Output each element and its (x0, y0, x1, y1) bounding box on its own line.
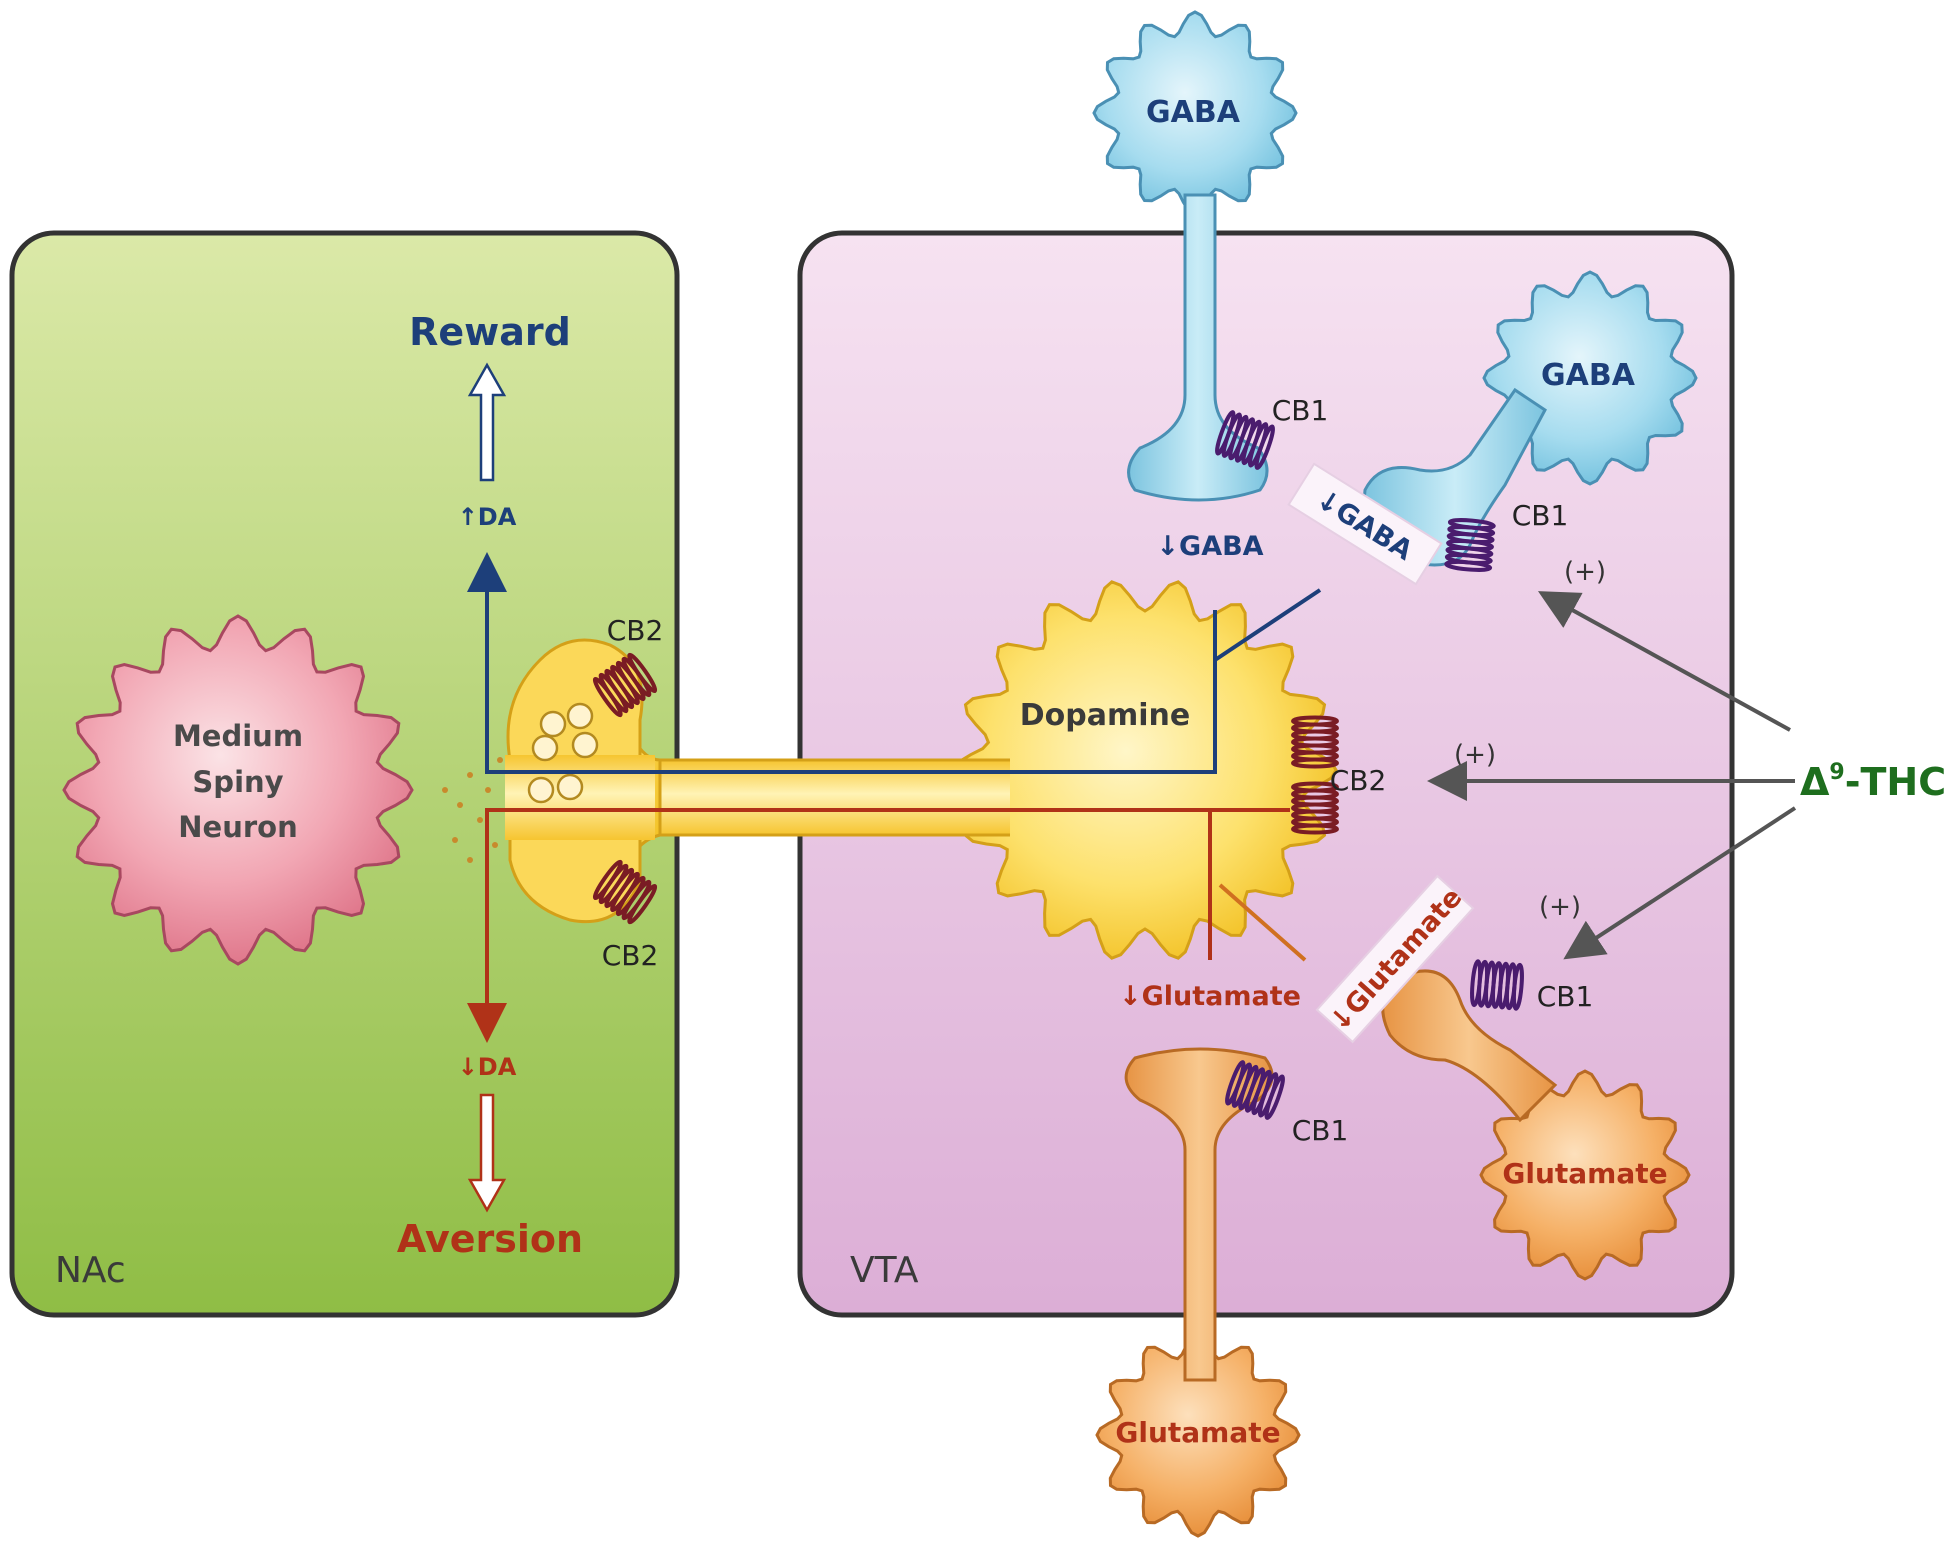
cb2-dopamine-receptor-1 (1291, 715, 1339, 769)
cb1-glut-bottom-label: CB1 (1292, 1114, 1349, 1147)
glutamate-neuron-right: Glutamate (1381, 969, 1691, 1281)
cb1-gaba-top-label: CB1 (1272, 394, 1329, 427)
plus-label-gaba: (+) (1564, 557, 1606, 587)
aversion-link-orange (1218, 883, 1307, 962)
cb1-glut-right-receptor (1470, 959, 1524, 1011)
nac-label: NAc (55, 1250, 126, 1291)
aversion-label: Aversion (397, 1217, 583, 1261)
reward-hollow-arrow (467, 362, 507, 482)
plus-label-cb2: (+) (1454, 740, 1496, 770)
cb2-terminal-bottom-receptor (592, 859, 658, 925)
cb2-terminal-top-label: CB2 (607, 614, 664, 647)
released-dopamine (442, 757, 503, 863)
aversion-hollow-arrow (467, 1093, 507, 1213)
gaba-right-label: GABA (1541, 358, 1636, 393)
cb2-terminal-bottom-label: CB2 (602, 939, 659, 972)
glut-down-box-2 (1315, 874, 1475, 1044)
gaba-neuron-top: GABA (1092, 10, 1298, 502)
vesicles (527, 702, 599, 804)
msn-label-line2: Spiny (192, 765, 283, 799)
thc-arrows (1427, 591, 1797, 960)
gaba-top-label: GABA (1146, 95, 1241, 130)
glutamate-neuron-bottom: Glutamate (1095, 1047, 1301, 1538)
glutamate-bottom-label: Glutamate (1115, 1416, 1280, 1449)
reward-label: Reward (409, 310, 571, 354)
gaba-down-box-2 (1287, 462, 1443, 586)
vta-label: VTA (850, 1250, 919, 1291)
cb2-dopamine-label: CB2 (1330, 764, 1387, 797)
plus-label-glut: (+) (1539, 892, 1581, 922)
aversion-pathway (467, 808, 1290, 1043)
glut-down-label-1: ↓Glutamate (1119, 981, 1301, 1012)
msn-label-line1: Medium (173, 719, 303, 753)
da-up-label: ↑DA (458, 503, 517, 531)
cb2-terminal-top-receptor (592, 652, 658, 718)
medium-spiny-neuron: Medium Spiny Neuron (62, 614, 414, 966)
dopamine-label: Dopamine (1020, 698, 1190, 733)
gaba-down-label-1: ↓GABA (1156, 531, 1263, 562)
cb1-glut-bottom-receptor (1225, 1060, 1285, 1120)
receptor-layer (592, 410, 1524, 1120)
glutamate-right-label: Glutamate (1502, 1157, 1667, 1190)
cb1-gaba-right-label: CB1 (1512, 499, 1569, 532)
msn-label-line3: Neuron (178, 810, 297, 844)
da-down-label: ↓DA (458, 1053, 517, 1081)
gaba-neuron-right: GABA (1363, 270, 1698, 567)
thc-label: Δ9-THC (1800, 760, 1946, 804)
reward-pathway (467, 552, 1322, 774)
cb1-glut-right-label: CB1 (1537, 980, 1594, 1013)
cb1-gaba-right-receptor (1444, 518, 1496, 572)
cb2-dopamine-receptor-2 (1291, 781, 1339, 835)
cb1-gaba-top-receptor (1215, 410, 1275, 470)
